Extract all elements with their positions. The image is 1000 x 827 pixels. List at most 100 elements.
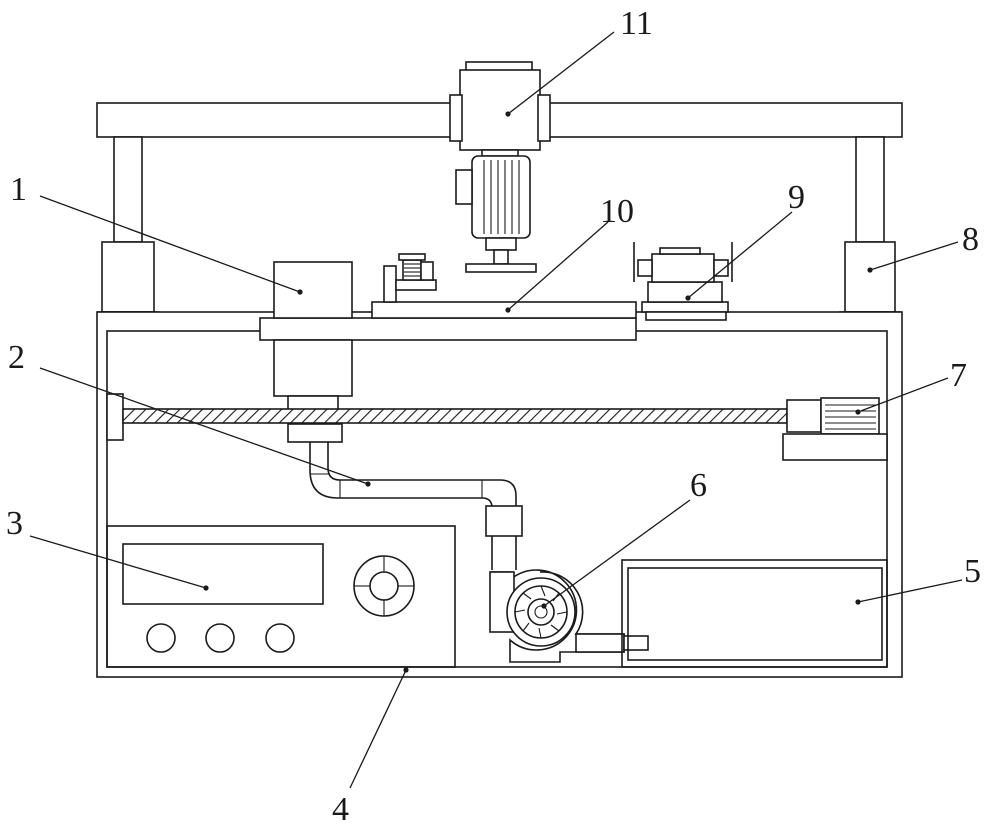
table-top-plate (371, 301, 637, 319)
spindle-head (449, 61, 551, 273)
leader-5-dot (855, 599, 861, 605)
label-3: 3 (6, 505, 23, 542)
leader-10 (507, 221, 609, 311)
leader-8-dot (867, 267, 873, 273)
spindle-motor (471, 155, 531, 239)
left-column (113, 136, 143, 243)
motor-mount (782, 433, 888, 461)
outlet-nozzle (623, 635, 649, 651)
lead-screw-assembly (106, 393, 888, 461)
fan-axle (534, 605, 548, 619)
blower-fan (489, 569, 649, 663)
rotary-knob-marks (354, 556, 414, 616)
leader-11-dot (505, 111, 511, 117)
spindle-housing (459, 69, 541, 151)
leader-3 (29, 535, 207, 589)
left-column-base (101, 241, 155, 313)
screw-motor-fins (825, 404, 876, 430)
leader-3-dot (203, 585, 209, 591)
label-2: 2 (8, 339, 25, 376)
lift-cylinder (273, 261, 353, 443)
lift-nut (287, 395, 339, 411)
clamp-spring-coils (404, 263, 420, 277)
label-5: 5 (964, 553, 981, 590)
spindle-neck (481, 149, 519, 157)
clamp-knob (398, 253, 426, 261)
control-button-1 (146, 623, 176, 653)
screw-motor (820, 397, 880, 435)
lift-cylinder-lower (273, 339, 353, 397)
control-button-3 (265, 623, 295, 653)
display-screen (122, 543, 324, 605)
leader-9-dot (685, 295, 691, 301)
pipe-connector (485, 505, 523, 537)
clamp-arm (395, 279, 437, 291)
dust-bin-outer (621, 559, 888, 668)
dust-bin (621, 559, 888, 668)
dust-bin-inner (627, 567, 883, 661)
leader-1-dot (297, 289, 303, 295)
fan-hub (527, 598, 555, 626)
suction-port (287, 423, 343, 443)
right-lift-block (844, 241, 896, 313)
label-11: 11 (620, 5, 653, 42)
pipe-outer-wall (309, 442, 493, 570)
screw-coupling (786, 399, 822, 433)
leader-7 (857, 377, 949, 413)
suction-pipe (309, 442, 523, 570)
label-6: 6 (690, 467, 707, 504)
leader-6-dot (541, 603, 547, 609)
grinding-disc (465, 263, 537, 273)
label-10: 10 (600, 193, 634, 230)
leader-10-dot (505, 307, 511, 313)
leader-4-dot (403, 667, 409, 673)
control-box (106, 525, 456, 668)
fan-outlet (575, 633, 625, 653)
lift-cylinder-upper (273, 261, 353, 319)
work-table (259, 253, 637, 341)
sliding-table (259, 317, 637, 341)
motor-flange (485, 237, 517, 251)
leader-5 (857, 579, 963, 603)
leader-2 (39, 367, 369, 485)
leader-4 (349, 669, 407, 789)
pipe-inner-wall (327, 442, 517, 570)
leader-2-dot (365, 481, 371, 487)
fixture-foot (645, 311, 727, 321)
leader-9 (687, 211, 793, 299)
leader-7-dot (855, 409, 861, 415)
spindle-shaft (493, 249, 509, 265)
clamp-post (383, 265, 397, 303)
fixture-right-screw (713, 259, 729, 277)
rotary-knob-center (369, 571, 399, 601)
fixture-base (641, 301, 729, 313)
fixture-cap (659, 247, 701, 255)
callouts: 11 1 10 9 8 7 2 6 3 5 4 (6, 5, 981, 827)
label-8: 8 (962, 221, 979, 258)
control-panel (106, 525, 456, 668)
right-column (855, 136, 885, 243)
fixture-body (647, 281, 723, 303)
label-7: 7 (950, 357, 967, 394)
screw-left-bearing (106, 393, 124, 441)
motor-junction-box (455, 169, 473, 205)
label-1: 1 (10, 171, 27, 208)
clamp-spring (402, 259, 422, 281)
control-button-2 (205, 623, 235, 653)
clamp-block (420, 261, 434, 281)
leader-6 (543, 499, 691, 607)
rotary-fixture (633, 242, 733, 321)
spindle-right-clamp (537, 94, 551, 142)
label-4: 4 (332, 791, 349, 827)
leader-1 (39, 195, 301, 293)
spindle-left-clamp (449, 94, 463, 142)
fixture-left-screw (637, 259, 653, 277)
fixture-head (651, 253, 715, 283)
leader-8 (869, 241, 959, 271)
leader-11 (507, 31, 615, 115)
label-9: 9 (788, 179, 805, 216)
motor-fins (483, 160, 520, 234)
lead-screw (122, 408, 788, 424)
fan-blades (514, 585, 568, 639)
